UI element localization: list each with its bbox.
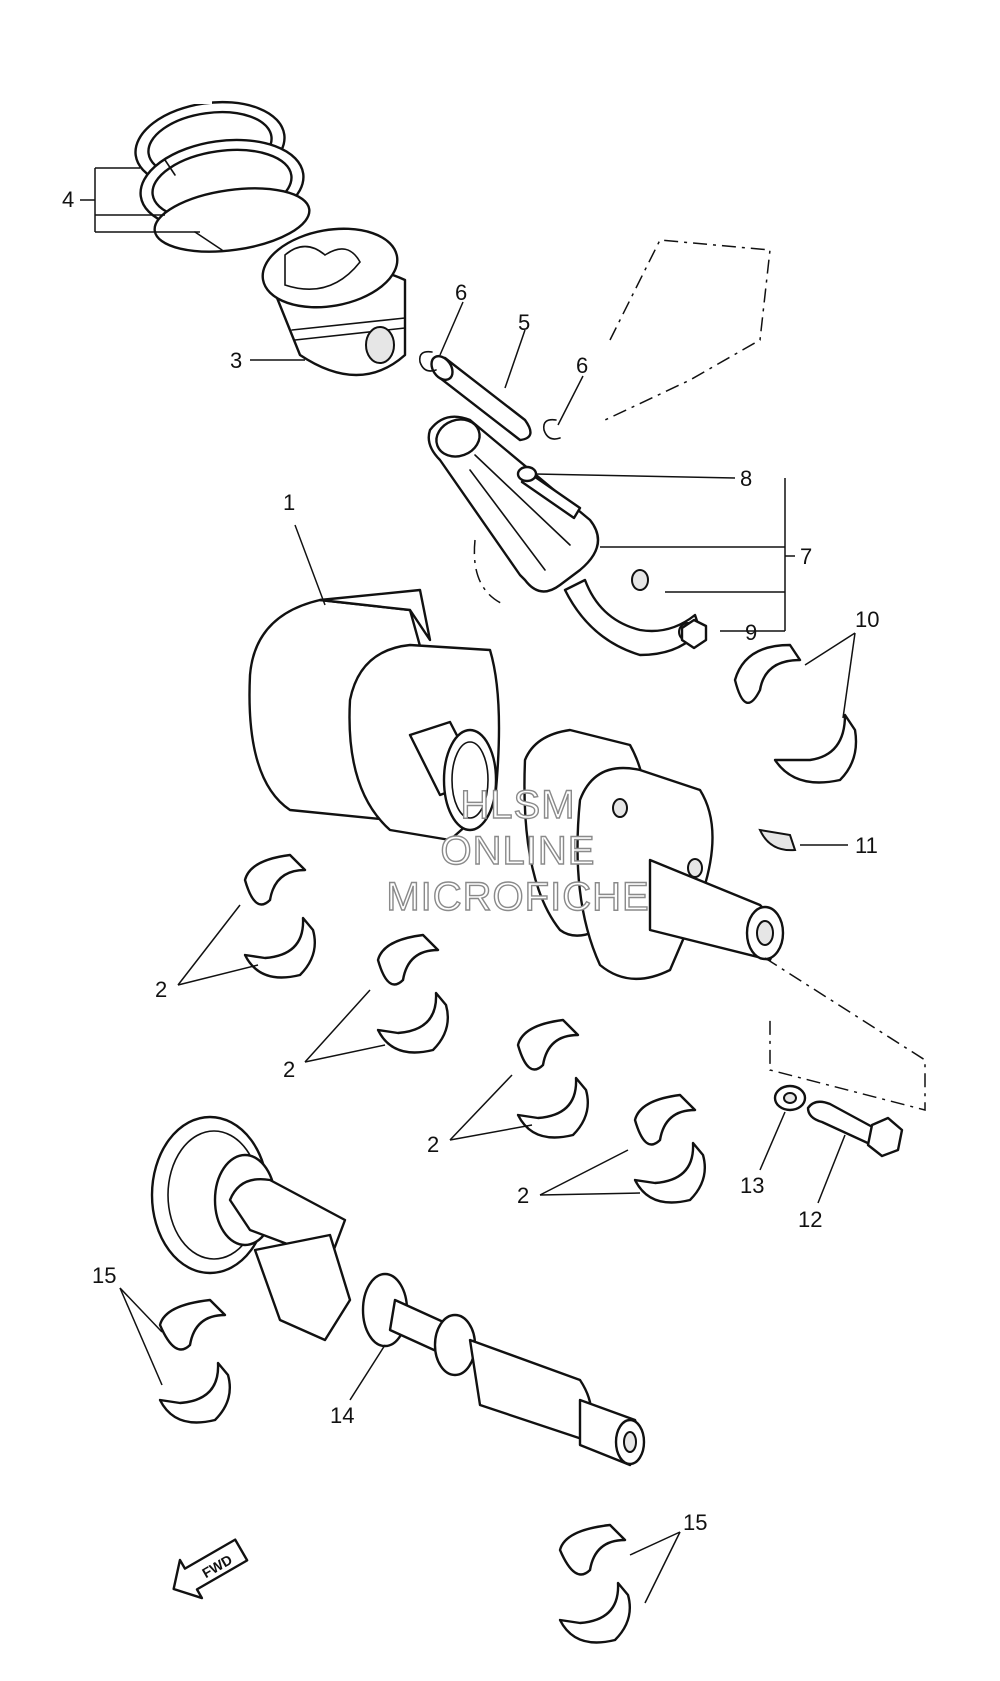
callout-1: 1 [283,490,295,515]
watermark-line-2: ONLINE [441,829,596,873]
flange-bolt [806,1100,904,1158]
callout-6-left: 6 [455,280,467,305]
watermark-line-3: MICROFICHE [386,875,649,919]
callout-2-d: 2 [517,1183,529,1208]
callout-13: 13 [740,1173,764,1198]
callout-4: 4 [62,187,74,212]
watermark-line-1: HLSM [460,783,575,827]
leader-lines [80,167,856,1604]
callout-labels: 4 3 6 5 6 1 8 7 9 10 11 2 2 2 2 13 12 15… [62,187,879,1535]
callout-11: 11 [855,833,878,858]
circlip-left [418,350,437,372]
callout-2-b: 2 [283,1057,295,1082]
callout-2-a: 2 [155,977,167,1002]
callout-15-left: 15 [92,1263,116,1288]
rod-bolt [516,465,582,520]
circlip-right [542,418,561,440]
balancer-bearing-pair-right [558,1523,632,1644]
piston [261,227,407,377]
connecting-rod [427,239,771,657]
callout-15-right: 15 [683,1510,707,1535]
callout-2-c: 2 [427,1132,439,1157]
callout-12: 12 [798,1207,822,1232]
callout-5: 5 [518,310,530,335]
woodruff-key [758,828,797,852]
fwd-direction-arrow: FWD [172,1538,249,1600]
rod-nut [680,618,708,650]
crankshaft-gear [442,728,498,832]
callout-7: 7 [800,544,812,569]
connecting-rod-bearings [733,643,858,784]
balancer-shaft [150,1115,646,1467]
crankshaft [248,588,785,981]
balancer-bearing-pair-left [158,1298,232,1424]
washer [773,1084,807,1112]
main-bearing-pair-2 [376,933,450,1054]
callout-6-right: 6 [576,353,588,378]
piston-rings [134,92,311,253]
piston-pin [430,354,532,442]
callout-3: 3 [230,348,242,373]
main-bearing-pair-1 [243,853,317,979]
callout-14: 14 [330,1403,354,1428]
watermark: HLSM ONLINE MICROFICHE [386,782,650,919]
main-bearing-pair-4 [633,1093,707,1204]
callout-9: 9 [745,620,757,645]
main-bearing-pair-3 [516,1018,590,1139]
callout-10: 10 [855,607,879,632]
callout-8: 8 [740,466,752,491]
